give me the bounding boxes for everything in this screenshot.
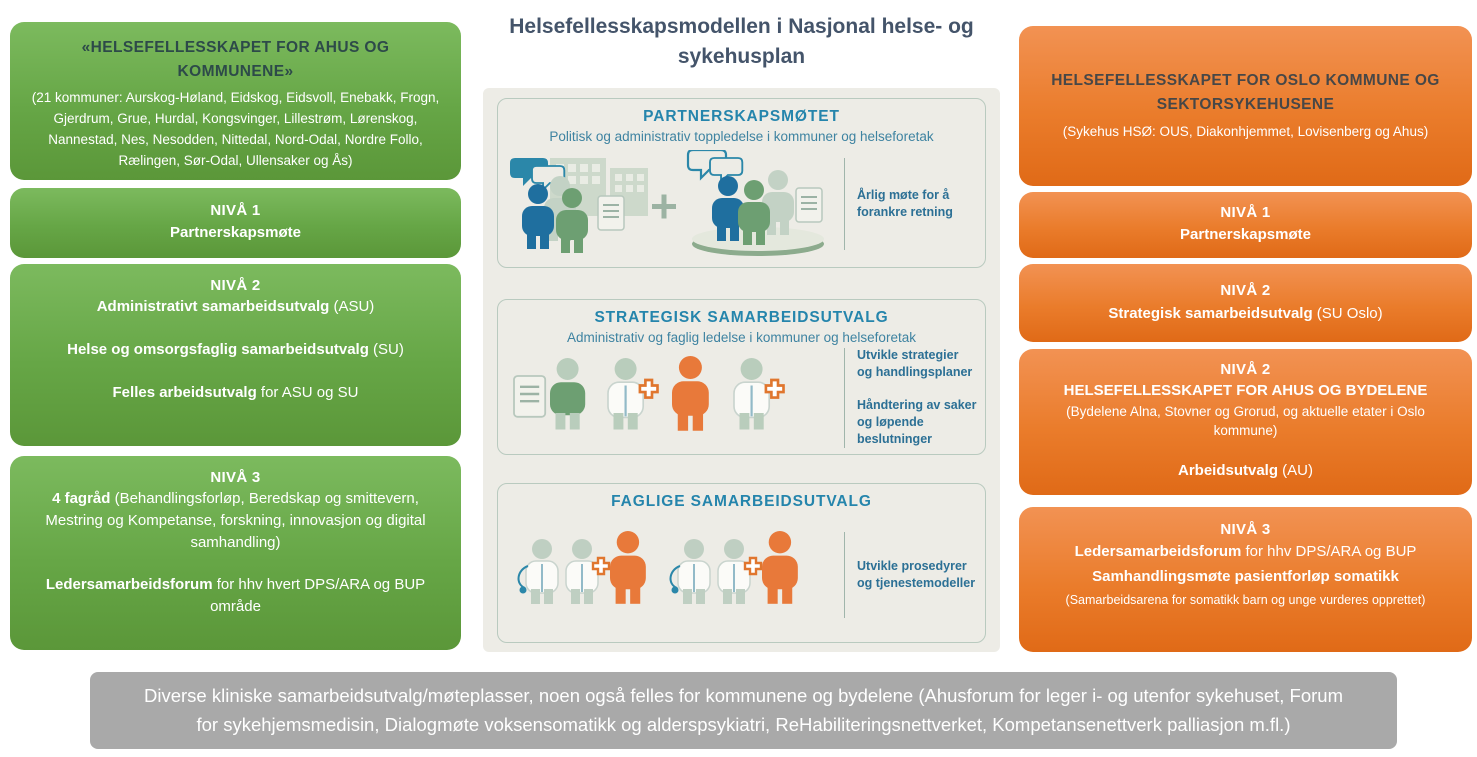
right-nivaa2a-line: Strategisk samarbeidsutvalg (SU Oslo) [1108,304,1383,322]
footer-text: Diverse kliniske samarbeidsutvalg/møtepl… [144,684,1343,735]
doctor-icon [565,538,611,604]
person-icon [550,357,586,429]
right-nivaa2-su-oslo-box: NIVÅ 2 Strategisk samarbeidsutvalg (SU O… [1019,264,1472,342]
right-nivaa3-level: NIVÅ 3 [1220,521,1271,538]
panel-heading: PARTNERSKAPSMØTET [643,108,840,125]
panel-heading: FAGLIGE SAMARBEIDSUTVALG [611,493,872,510]
right-nivaa2b-title: HELSEFELLESSKAPET FOR AHUS OG BYDELENE [1063,382,1428,399]
doctor-icon [517,538,559,604]
document-icon [597,194,625,231]
panel-heading: STRATEGISK SAMARBEIDSUTVALG [594,309,889,326]
right-header-title: HELSEFELLESSKAPET FOR OSLO KOMMUNE OG SE… [1051,72,1440,114]
left-nivaa2-box: NIVÅ 2 Administrativt samarbeidsutvalg (… [10,264,461,446]
left-nivaa1-name: Partnerskapsmøte [170,224,301,242]
footer-bar: Diverse kliniske samarbeidsutvalg/møtepl… [90,672,1397,749]
panel-subheading: Administrativ og faglig ledelse i kommun… [567,330,916,345]
left-header-title: «HELSEFELLESSKAPET FOR AHUS OG KOMMUNENE… [81,39,390,81]
panel-note: Utvikle prosedyrer og tjenestemodeller [857,558,976,590]
left-nivaa2-item: Felles arbeidsutvalg for ASU og SU [112,383,359,401]
right-nivaa2a-level: NIVÅ 2 [1220,281,1271,299]
person-icon [762,530,798,604]
right-nivaa3-line1: Ledersamarbeidsforum for hhv DPS/ARA og … [1074,543,1417,560]
partnership-illustration [510,149,824,256]
doctor-icon [669,538,711,604]
left-nivaa2-item: Administrativt samarbeidsutvalg (ASU) [96,298,375,315]
divider-line [844,157,845,250]
divider-line [844,531,845,618]
person-icon [610,530,646,604]
right-nivaa2b-au-line: Arbeidsutvalg (AU) [1177,461,1314,479]
doctor-icon [717,538,763,604]
left-nivaa1-level: NIVÅ 1 [210,202,261,220]
right-nivaa3-line2: Samhandlingsmøte pasientforløp somatikk [1092,567,1399,585]
right-header-hospital-list: (Sykehus HSØ: OUS, Diakonhjemmet, Lovise… [1062,124,1429,140]
right-nivaa3-box: NIVÅ 3 Ledersamarbeidsforum for hhv DPS/… [1019,507,1472,652]
right-nivaa2b-level: NIVÅ 2 [1220,361,1271,378]
right-nivaa1-level: NIVÅ 1 [1220,204,1271,222]
person-icon [672,355,709,431]
left-nivaa3-item: Ledersamarbeidsforum for hhv hvert DPS/A… [45,576,426,615]
right-nivaa2b-subtitle: (Bydelene Alna, Stovner og Grorud, og ak… [1066,403,1425,439]
doctor-icon [732,357,785,429]
strategic-illustration [512,355,785,431]
panel-note: Utvikle strategier og handlingsplaner [857,348,973,380]
doctor-icon [606,357,659,429]
right-nivaa3-line3: (Samarbeidsarena for somatikk barn og un… [1065,592,1426,607]
left-nivaa3-item: 4 fagråd (Behandlingsforløp, Beredskap o… [45,490,426,551]
right-header-box: HELSEFELLESSKAPET FOR OSLO KOMMUNE OG SE… [1019,26,1472,186]
panel-subheading: Politisk og administrativ toppledelse i … [549,129,934,144]
left-nivaa2-item: Helse og omsorgsfaglig samarbeidsutvalg … [67,340,404,358]
plus-icon [652,194,676,218]
panel-strategisk-samarbeidsutvalg: STRATEGISK SAMARBEIDSUTVALG Administrati… [497,299,986,455]
right-nivaa2-ahus-bydelene-box: NIVÅ 2 HELSEFELLESSKAPET FOR AHUS OG BYD… [1019,349,1472,495]
center-model-panel: PARTNERSKAPSMØTET Politisk og administra… [483,88,1000,652]
panel-partnerskapsmotet: PARTNERSKAPSMØTET Politisk og administra… [497,98,986,268]
clinical-illustration [517,530,798,604]
panel-note: Håndtering av saker og løpende beslutnin… [857,398,977,446]
document-icon [512,374,547,418]
left-nivaa1-box: NIVÅ 1 Partnerskapsmøte [10,188,461,258]
panel-faglige-samarbeidsutvalg: FAGLIGE SAMARBEIDSUTVALG [497,483,986,643]
left-nivaa2-level: NIVÅ 2 [210,277,261,294]
right-nivaa1-name: Partnerskapsmøte [1180,226,1311,244]
left-nivaa3-box: NIVÅ 3 4 fagråd (Behandlingsforløp, Bere… [10,456,461,650]
divider-line [844,347,845,448]
right-nivaa1-box: NIVÅ 1 Partnerskapsmøte [1019,192,1472,258]
left-header-box: «HELSEFELLESSKAPET FOR AHUS OG KOMMUNENE… [10,22,461,180]
panel-note: Årlig møte for å forankre retning [857,187,953,219]
left-header-municipality-list: (21 kommuner: Aurskog-Høland, Eidskog, E… [31,90,440,168]
document-icon [795,186,823,223]
page-title: Helsefellesskapsmodellen i Nasjonal hels… [509,15,974,69]
left-nivaa3-level: NIVÅ 3 [210,469,261,486]
